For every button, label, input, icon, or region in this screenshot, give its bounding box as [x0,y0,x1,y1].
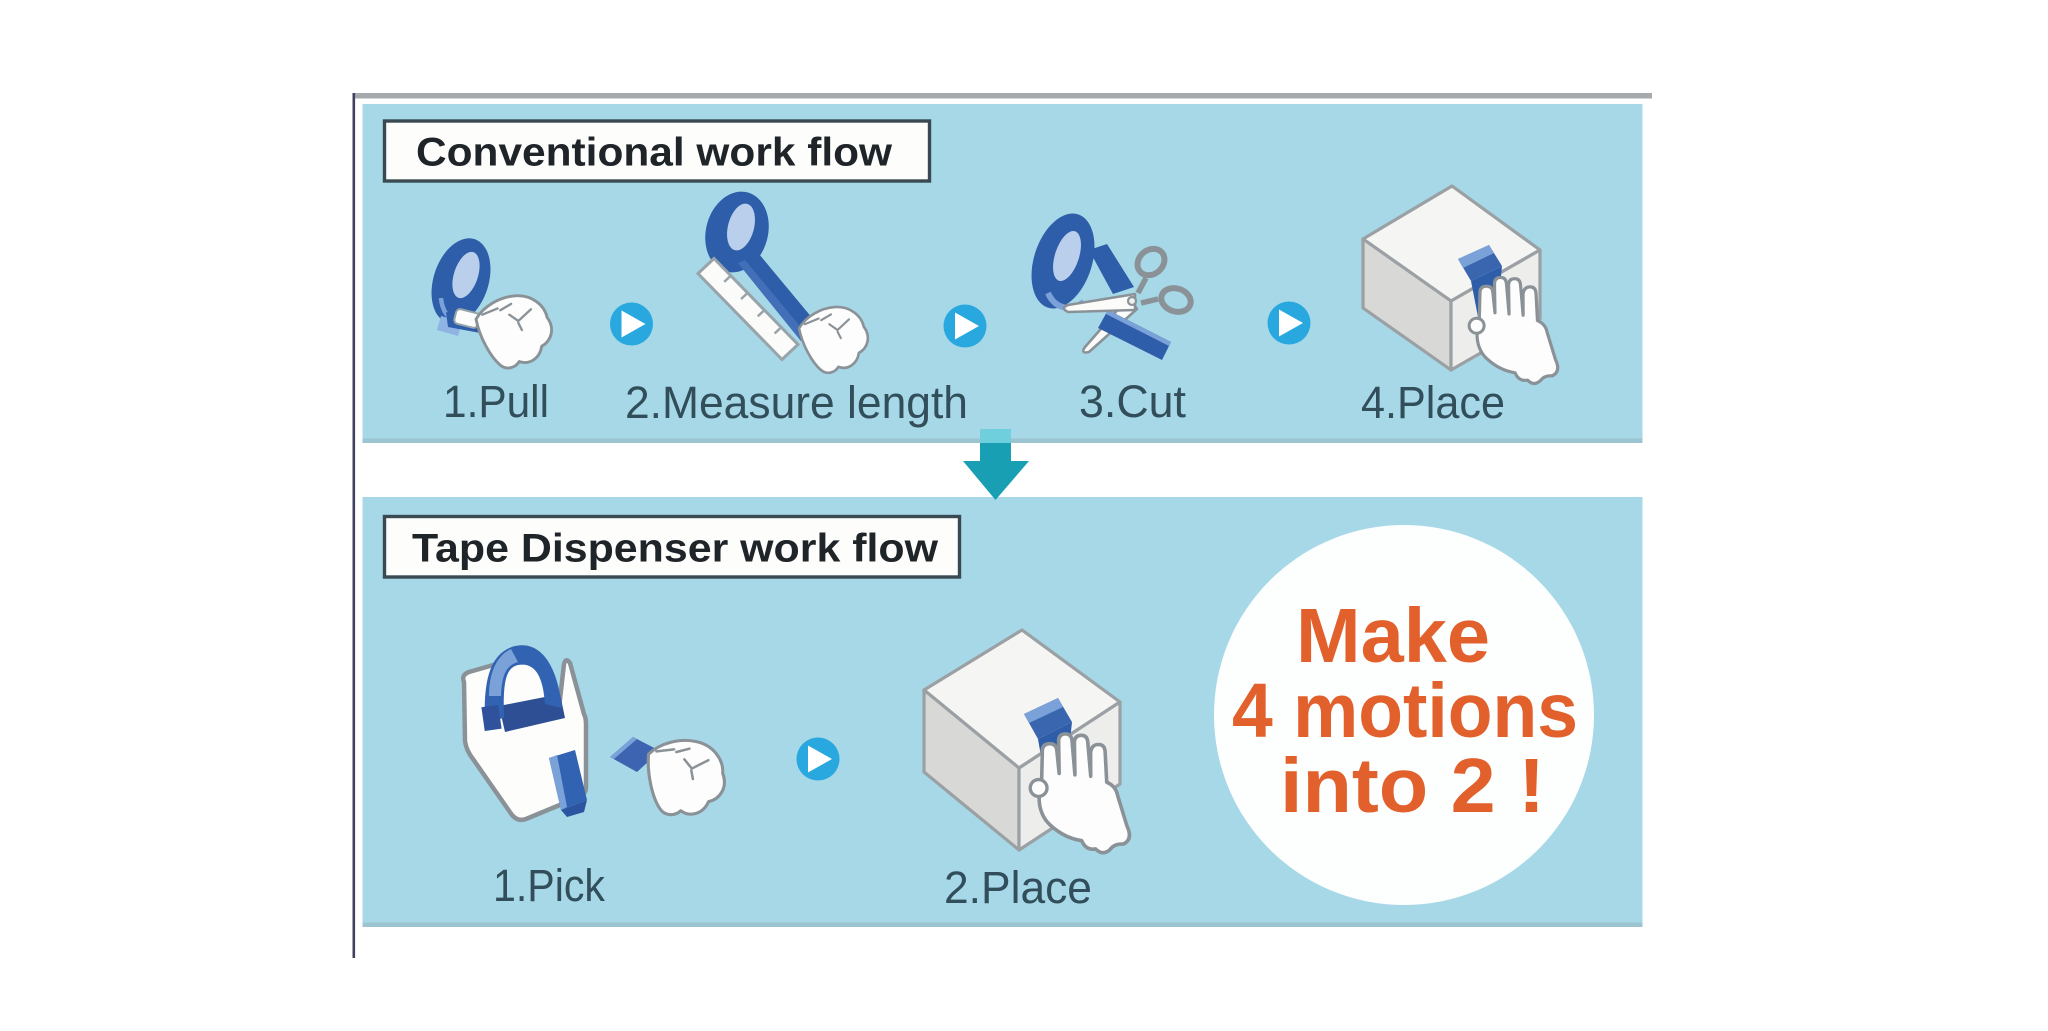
svg-text:Make: Make [1296,593,1490,679]
svg-text:into 2 !: into 2 ! [1280,743,1545,829]
svg-text:4.Place: 4.Place [1361,377,1505,428]
svg-text:Conventional work flow: Conventional work flow [416,131,893,175]
svg-text:1.Pick: 1.Pick [493,860,605,911]
svg-text:4 motions: 4 motions [1232,668,1578,754]
svg-text:Tape Dispenser work flow: Tape Dispenser work flow [412,527,939,571]
svg-text:3.Cut: 3.Cut [1079,376,1186,427]
svg-text:2.Place: 2.Place [944,862,1092,913]
svg-text:2.Measure length: 2.Measure length [625,377,968,428]
svg-text:1.Pull: 1.Pull [443,376,549,427]
